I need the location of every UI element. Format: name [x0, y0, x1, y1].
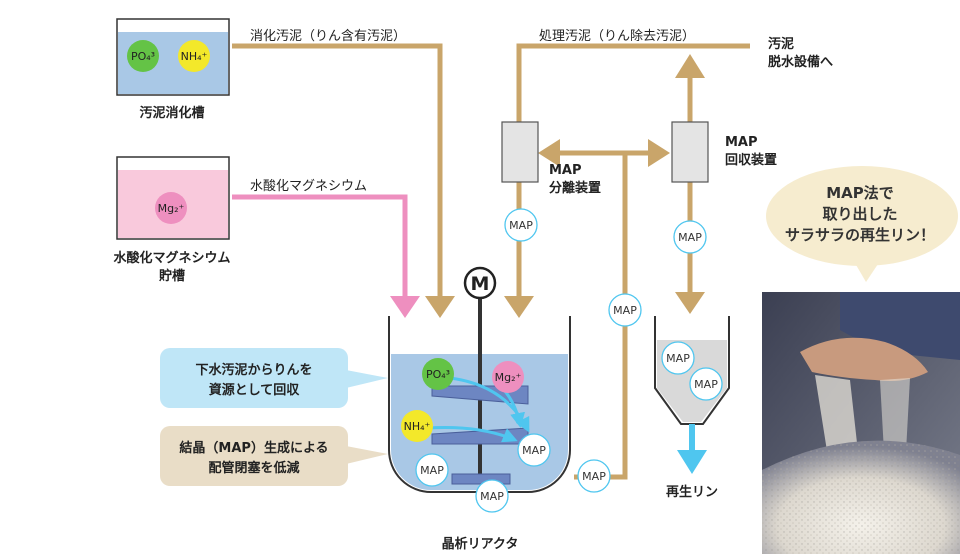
magnesium-ion-label: Mg₂⁺: [158, 202, 185, 215]
reactor-label: 晶析リアクタ: [442, 536, 519, 552]
phosphate-ion: [127, 40, 159, 72]
map-particles: MAP MAP MAP MAP MAP MAP MAP MAP MAP: [415, 208, 723, 513]
speech-bubble: MAP法で 取り出した サラサラの再生リン！: [766, 166, 958, 282]
map-particle: MAP: [608, 293, 642, 327]
recovery-label-2: 回収装置: [725, 152, 777, 168]
mg-storage-tank: Mg₂⁺: [116, 156, 230, 240]
reactor-nh4-label: NH₄⁺: [404, 420, 431, 433]
bubble-line-2: 取り出した: [822, 205, 897, 223]
digested-sludge-label: 消化汚泥（りん含有汚泥）: [250, 28, 406, 44]
recovery-label-1: MAP: [725, 135, 758, 150]
svg-text:MAP: MAP: [666, 352, 690, 365]
arrow-up-icon: [675, 54, 705, 78]
map-particle: MAP: [577, 459, 611, 493]
phosphate-ion-label: PO₄³: [131, 50, 155, 63]
bubble-line-1: MAP法で: [826, 184, 894, 202]
svg-text:MAP: MAP: [420, 464, 444, 477]
svg-text:MAP: MAP: [582, 470, 606, 483]
motor-label: M: [471, 273, 490, 295]
svg-text:MAP: MAP: [480, 490, 504, 503]
product-hopper: [654, 316, 730, 425]
map-separator-device: [501, 121, 539, 183]
svg-text:MAP: MAP: [522, 444, 546, 457]
svg-text:MAP: MAP: [509, 219, 533, 232]
recycled-phosphorus-photo: [762, 292, 960, 554]
digestion-tank-label: 汚泥消化槽: [139, 105, 204, 121]
magnesium-ion: [155, 192, 187, 224]
map-particle: MAP: [661, 341, 695, 375]
map-particle: MAP: [475, 479, 509, 513]
resource-callout-line-1: 下水汚泥からりんを: [195, 362, 312, 378]
digested-sludge-pipe: [232, 43, 443, 296]
dewatering-label-1: 汚泥: [768, 36, 794, 52]
mg-tank-label-2: 貯槽: [159, 268, 185, 284]
separator-label-2: 分離装置: [549, 180, 601, 196]
map-particle: MAP: [673, 220, 707, 254]
arrow-down-icon: [675, 292, 705, 314]
ammonium-ion: [178, 40, 210, 72]
phosphate-ion: [422, 358, 454, 390]
clog-callout-line-1: 結晶（MAP）生成による: [179, 440, 328, 456]
arrow-down-icon: [390, 296, 420, 318]
resource-callout-line-2: 資源として回収: [209, 382, 301, 398]
separator-label-1: MAP: [549, 163, 582, 178]
product-label: 再生リン: [666, 484, 718, 500]
clog-reduction-callout: 結晶（MAP）生成による 配管閉塞を低減: [160, 426, 388, 486]
ammonium-ion-label: NH₄⁺: [181, 50, 208, 63]
clog-callout-line-2: 配管閉塞を低減: [208, 460, 299, 476]
map-particle: MAP: [415, 453, 449, 487]
svg-text:MAP: MAP: [613, 304, 637, 317]
dewatering-label-2: 脱水設備へ: [768, 54, 833, 70]
resource-recovery-callout: 下水汚泥からりんを 資源として回収: [160, 348, 388, 408]
arrow-right-icon: [648, 139, 670, 167]
arrow-down-icon: [504, 296, 534, 318]
map-recovery-device: [671, 121, 709, 183]
reactor-mg-label: Mg₂⁺: [495, 371, 522, 384]
map-particle: MAP: [689, 367, 723, 401]
magnesium-ion: [492, 361, 524, 393]
map-particle: MAP: [504, 208, 538, 242]
arrow-down-icon: [677, 450, 707, 474]
bubble-line-3: サラサラの再生リン！: [785, 226, 935, 244]
treated-sludge-label: 処理汚泥（りん除去汚泥）: [539, 29, 695, 44]
mg-tank-label-1: 水酸化マグネシウム: [113, 250, 230, 266]
map-particle: MAP: [517, 433, 551, 467]
ammonium-ion: [401, 410, 433, 442]
mg-hydroxide-flow-label: 水酸化マグネシウム: [250, 179, 367, 194]
arrow-left-icon: [538, 139, 560, 167]
svg-text:MAP: MAP: [678, 231, 702, 244]
reactor-po4-label: PO₄³: [426, 368, 450, 381]
treated-sludge-pipe: [516, 43, 750, 122]
svg-text:MAP: MAP: [694, 378, 718, 391]
motor-icon: [463, 266, 497, 300]
digestion-tank: PO₄³ NH₄⁺: [115, 18, 230, 96]
mg-pipe: [232, 194, 420, 318]
arrow-down-icon: [425, 296, 455, 318]
